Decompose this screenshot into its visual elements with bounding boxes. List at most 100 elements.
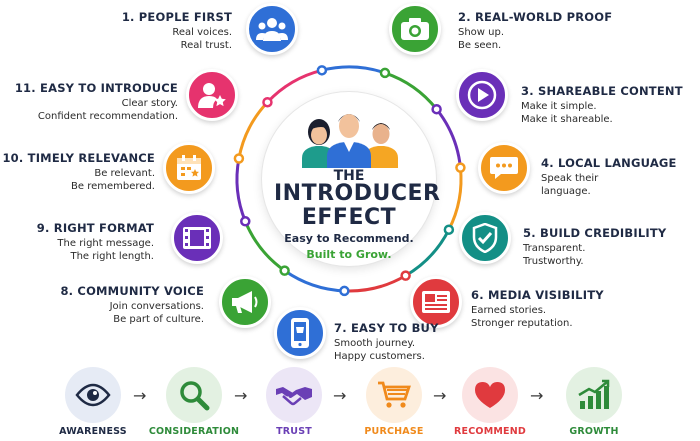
growth-chart-icon (578, 379, 610, 409)
step-10-line-2: Be remembered. (71, 181, 155, 192)
ring-segment (435, 108, 462, 168)
ring-segment (384, 71, 438, 111)
magnifier-icon (180, 381, 210, 411)
step-8-title: 8. COMMUNITY VOICE (60, 284, 204, 298)
step-10-line-1: Be relevant. (94, 168, 155, 179)
step-7-line-1: Smooth journey. (334, 338, 416, 349)
funnel-trust-circle (266, 367, 322, 423)
ring-dot (316, 65, 328, 76)
ring-dot (400, 270, 411, 281)
step-1-label: 1. PEOPLE FIRST Real voices. Real trust. (122, 11, 232, 52)
step-10-title: 10. TIMELY RELEVANCE (2, 151, 155, 165)
step-5-label: 5. BUILD CREDIBILITY Transparent. Trustw… (523, 227, 666, 268)
funnel-arrow-3: → (333, 386, 347, 405)
step-3-line-2: Make it shareable. (521, 114, 613, 125)
step-11-line-2: Confident recommendation. (37, 111, 178, 122)
step-2-line-1: Show up. (458, 27, 505, 38)
step-7-title: 7. EASY TO BUY (334, 321, 439, 335)
step-3-line-1: Make it simple. (521, 101, 597, 112)
shield-check-icon (472, 223, 498, 253)
funnel-consideration-label: CONSIDERATION (148, 426, 240, 437)
step-3-node (456, 69, 508, 121)
shopping-cart-icon (378, 381, 411, 408)
step-6-node (410, 276, 462, 328)
center-title: INTRODUCER EFFECT (242, 182, 456, 230)
center-tagline-1: Easy to Recommend. (284, 232, 414, 245)
ring-dot (431, 103, 442, 115)
funnel-recommend-label: RECOMMEND (454, 426, 526, 437)
step-11-line-1: Clear story. (121, 98, 178, 109)
mobile-phone-icon (291, 318, 309, 348)
step-4-title: 4. LOCAL LANGUAGE (541, 156, 677, 170)
center-title-text: INTRODUCER EFFECT (274, 181, 441, 230)
funnel-recommend-circle (462, 367, 518, 423)
megaphone-icon (232, 291, 258, 313)
ring-segment (237, 101, 269, 159)
funnel-purchase-label: PURCHASE (364, 426, 424, 437)
step-5-node (459, 212, 511, 264)
ring-dot (233, 153, 245, 164)
step-4-node (478, 142, 530, 194)
ring-segment (344, 274, 407, 293)
step-11-node (186, 69, 238, 121)
funnel-arrow-2: → (234, 386, 248, 405)
ring-dot (262, 96, 273, 108)
step-3-label: 3. SHAREABLE CONTENT Make it simple. Mak… (521, 85, 683, 126)
step-7-line-2: Happy customers. (334, 351, 425, 362)
step-11-label: 11. EASY TO INTRODUCE Clear story. Confi… (15, 82, 178, 123)
step-8-line-1: Join conversations. (109, 301, 204, 312)
people-group-icon (256, 18, 288, 41)
step-11-title: 11. EASY TO INTRODUCE (14, 81, 178, 95)
step-9-title: 9. RIGHT FORMAT (36, 221, 154, 235)
step-5-line-2: Trustworthy. (523, 256, 584, 267)
camera-icon (401, 18, 429, 40)
step-2-title: 2. REAL-WORLD PROOF (458, 10, 613, 24)
funnel-awareness-label: AWARENESS (59, 426, 127, 437)
step-1-line-2: Real trust. (180, 40, 232, 51)
eye-icon (75, 383, 111, 407)
funnel-trust-label: TRUST (276, 426, 312, 437)
step-8-node (219, 276, 271, 328)
user-star-icon (198, 83, 226, 108)
step-6-title: 6. MEDIA VISIBILITY (471, 288, 604, 302)
play-button-icon (467, 80, 497, 110)
step-4-line-2: language. (541, 186, 591, 197)
step-5-line-1: Transparent. (523, 243, 586, 254)
ring-segment (266, 68, 323, 104)
step-5-title: 5. BUILD CREDIBILITY (523, 226, 667, 240)
step-3-title: 3. SHAREABLE CONTENT (521, 84, 683, 98)
step-9-line-2: The right length. (70, 251, 154, 262)
funnel-purchase-circle (366, 367, 422, 423)
center-the: THE (333, 168, 365, 184)
ring-dot (379, 67, 391, 79)
film-strip-icon (183, 227, 211, 249)
ring-segment (283, 269, 345, 293)
step-6-line-1: Earned stories. (471, 305, 547, 316)
step-9-label: 9. RIGHT FORMAT The right message. The r… (37, 222, 154, 263)
step-1-node (246, 3, 298, 55)
step-6-line-2: Stronger reputation. (471, 318, 573, 329)
funnel-growth-label: GROWTH (569, 426, 619, 437)
step-9-node (171, 212, 223, 264)
ring-dot (455, 162, 466, 173)
ring-segment (447, 167, 463, 231)
ring-segment (235, 158, 247, 222)
step-9-line-1: The right message. (57, 238, 154, 249)
step-7-node (274, 307, 326, 359)
step-1-title: 1. PEOPLE FIRST (121, 10, 232, 24)
step-2-node (389, 3, 441, 55)
funnel-growth-circle (566, 367, 622, 423)
step-1-line-1: Real voices. (172, 27, 232, 38)
funnel-arrow-5: → (530, 386, 544, 405)
ring-segment (321, 65, 386, 75)
ring-segment (404, 229, 451, 277)
ring-dot (339, 285, 350, 297)
ring-segment (243, 220, 286, 272)
center-tagline-2: Built to Grow. (306, 248, 392, 261)
center-hub: THE INTRODUCER EFFECT Easy to Recommend.… (262, 92, 440, 266)
step-7-label: 7. EASY TO BUY Smooth journey. Happy cus… (334, 322, 439, 363)
funnel-consideration-circle (166, 367, 222, 423)
step-2-line-2: Be seen. (458, 40, 502, 51)
step-4-label: 4. LOCAL LANGUAGE Speak their language. (541, 157, 677, 198)
